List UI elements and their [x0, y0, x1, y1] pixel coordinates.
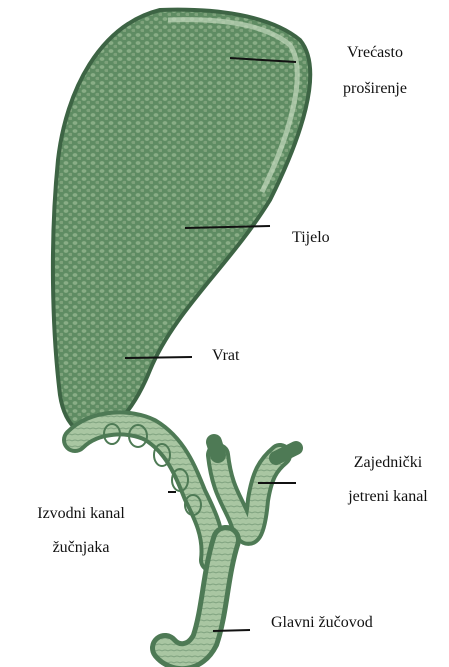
label-fundus-line2: proširenje [320, 78, 430, 100]
label-cystic-line1: Izvodni kanal [6, 503, 156, 525]
label-cystic-line2: žučnjaka [6, 537, 156, 559]
hepatic-branch-right [276, 448, 296, 458]
label-common-hepatic-line2: jetreni kanal [333, 486, 443, 508]
leader-common-bile [213, 630, 250, 631]
hepatic-branch-left [214, 442, 218, 455]
label-fundus: Vrećasto proširenje [320, 42, 430, 100]
label-common-bile-duct: Glavni žučovod [271, 612, 373, 634]
label-common-hepatic-line1: Zajednički [333, 452, 443, 474]
label-cystic-duct: Izvodni kanal žučnjaka [6, 503, 156, 559]
label-common-hepatic-duct: Zajednički jetreni kanal [333, 452, 443, 508]
gallbladder-sac [53, 10, 310, 435]
label-neck: Vrat [212, 345, 239, 367]
leader-neck [125, 357, 192, 358]
label-body: Tijelo [292, 227, 330, 249]
label-fundus-line1: Vrećasto [320, 42, 430, 64]
